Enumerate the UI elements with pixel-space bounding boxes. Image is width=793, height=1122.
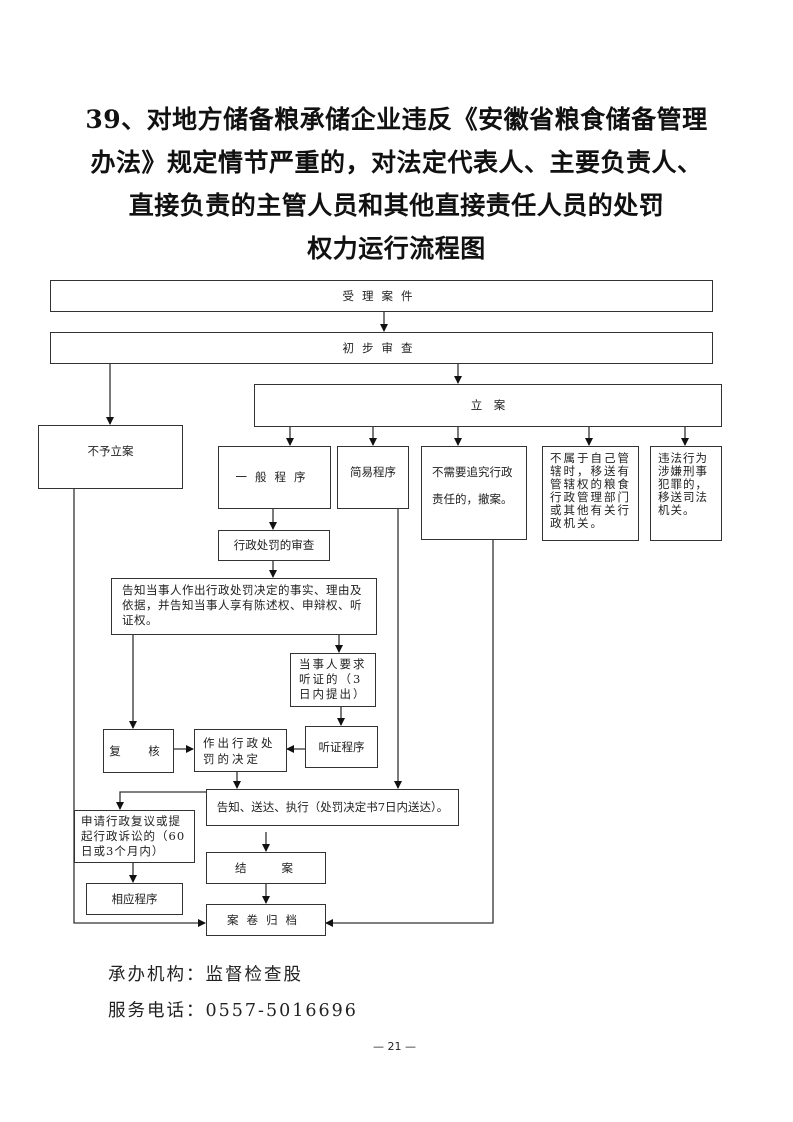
box-appeal: 申请行政复议或提起行政诉讼的（60日或3个月内） [74, 810, 195, 863]
box-preliminary-review: 初步审查 [50, 332, 713, 364]
box-accept-case: 受理案件 [50, 280, 713, 312]
box-close-case: 结 案 [206, 852, 326, 884]
box-hearing-request: 当事人要求听证的（3日内提出） [290, 653, 376, 707]
box-no-filing: 不予立案 [38, 425, 183, 489]
title-line-2: 办法》规定情节严重的，对法定代表人、主要负责人、 [90, 148, 703, 177]
box-no-liability: 不需要追究行政责任的，撤案。 [421, 446, 527, 540]
arrow-no-filing-to-archive [73, 488, 206, 927]
box-transfer-judicial: 违法行为涉嫌刑事犯罪的，移送司法机关。 [650, 446, 722, 541]
arrow-execute-to-appeal [116, 791, 206, 810]
box-corresponding-procedure: 相应程序 [86, 883, 183, 915]
title-line-4: 权力运行流程图 [307, 234, 486, 263]
footer-office: 承办机构：监督检查股 [108, 965, 303, 985]
title-line-1: 39、对地方储备粮承储企业违反《安徽省粮食储备管理 [85, 105, 708, 134]
box-penalty-review: 行政处罚的审查 [218, 530, 330, 561]
box-make-decision: 作出行政处罚的决定 [194, 729, 287, 772]
box-notify-rights: 告知当事人作出行政处罚决定的事实、理由及依据，并告知当事人享有陈述权、申辩权、听… [111, 578, 377, 635]
box-transfer-admin: 不属于自己管辖时，移送有管辖权的粮食行政管理部门或其他有关行政机关。 [542, 446, 639, 541]
box-execute: 告知、送达、执行（处罚决定书7日内送达）。 [206, 789, 459, 826]
box-hearing-procedure: 听证程序 [305, 726, 378, 768]
footer-phone: 服务电话：0557-5016696 [108, 1001, 358, 1021]
title-line-3: 直接负责的主管人员和其他直接责任人员的处罚 [128, 191, 665, 220]
box-simple-procedure: 简易程序 [337, 446, 409, 509]
page-number: — 21 — [373, 1040, 416, 1053]
arrow-no-liability-to-archive [325, 539, 494, 927]
box-general-procedure: 一般程序 [218, 446, 331, 509]
box-archive: 案卷归档 [206, 904, 326, 936]
box-filing: 立 案 [254, 384, 722, 427]
box-recheck: 复 核 [103, 729, 174, 773]
